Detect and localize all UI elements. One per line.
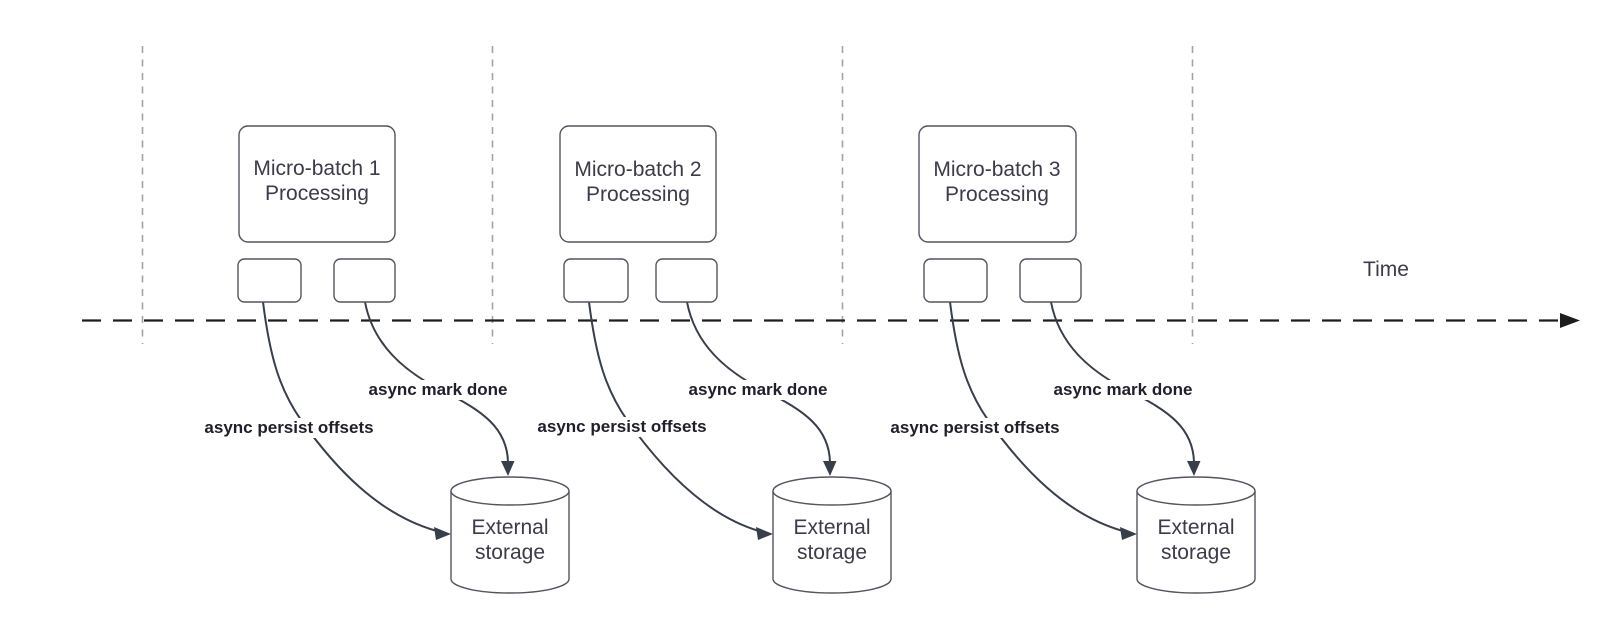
micro-batch-2-commit-task-box [655,258,718,303]
async-persist-offsets-connector-1 [262,301,438,532]
persist-arrowhead-icon-3 [1120,527,1137,540]
micro-batch-3-commit-task-box [1019,258,1082,303]
persist-arrowhead-icon-1 [434,527,451,540]
time-axis-arrowhead-icon [1560,313,1580,328]
async-persist-offsets-label-2: async persist offsets [534,417,710,437]
async-mark-done-label-1: async mark done [365,380,511,400]
time-axis-label: Time [1363,258,1409,281]
external-storage-label-1: External storage [471,516,549,564]
cylinder-body-2 [772,491,892,594]
cylinder-top-1 [450,476,570,506]
micro-batch-1-processing-label: Micro-batch 1 Processing [253,157,381,205]
external-storage-cylinder-2 [772,476,892,594]
cylinder-body-3 [1136,491,1256,594]
async-persist-offsets-label-1: async persist offsets [201,418,377,438]
async-mark-done-label-3: async mark done [1050,380,1196,400]
cylinder-body-1 [450,491,570,594]
micro-batch-3-processing-label: Micro-batch 3 Processing [933,158,1061,206]
micro-batch-2-processing-label: Micro-batch 2 Processing [574,158,702,206]
mark-done-arrowhead-icon-3 [1187,461,1201,476]
async-persist-offsets-label-3: async persist offsets [887,418,1063,438]
async-mark-done-label-2: async mark done [685,380,831,400]
micro-batch-1-commit-task-box [333,258,396,303]
micro-batch-3-processing-box [918,125,1077,243]
time-axis [82,313,1580,328]
mark-done-arrowhead-icon-2 [823,461,837,476]
external-storage-cylinder-3 [1136,476,1256,594]
mark-done-arrowhead-icon-1 [501,461,515,476]
micro-batch-group-3 [918,125,1256,594]
cylinder-top-3 [1136,476,1256,506]
external-storage-cylinder-1 [450,476,570,594]
batch-interval-dividers [141,46,1194,344]
persist-arrowhead-icon-2 [756,527,773,540]
micro-batch-1-processing-box [238,125,396,243]
async-persist-offsets-connector-3 [949,301,1124,532]
cylinder-top-2 [772,476,892,506]
micro-batch-1-offset-task-box [237,258,302,303]
external-storage-label-3: External storage [1157,516,1235,564]
micro-batch-3-offset-task-box [923,258,988,303]
micro-batch-2-offset-task-box [563,258,629,303]
micro-batch-2-processing-box [559,125,717,243]
external-storage-label-2: External storage [793,516,871,564]
micro-batch-group-1 [237,125,570,594]
